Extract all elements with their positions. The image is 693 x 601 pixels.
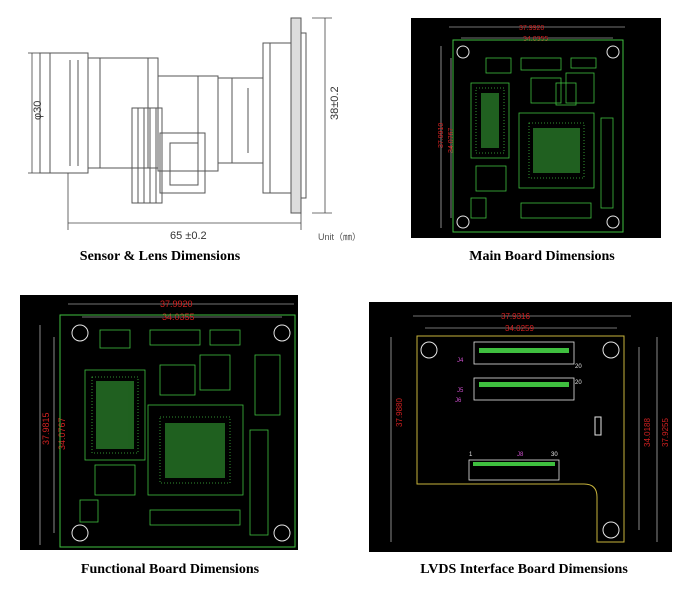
main-width-outer: 37.9920 bbox=[519, 25, 544, 32]
sensor-lens-panel: φ30 38±0.2 65 ±0.2 Unit（㎜） bbox=[20, 8, 380, 243]
functional-board-drawing: 37.9920 34.0355 37.9815 34.0767 bbox=[39, 299, 296, 548]
lvds-j4-label: J4 bbox=[457, 358, 464, 364]
lvds-height-right-outer: 37.9255 bbox=[661, 418, 670, 447]
lvds-board-drawing: 37.9316 34.0259 37.9880 34.0188 37.9255 … bbox=[390, 312, 670, 543]
lvds-j5-label: J5 bbox=[457, 388, 464, 394]
main-board-drawing: 37.9920 34.0355 37.9910 34.0767 bbox=[438, 25, 625, 233]
lvds-j8-label: J8 bbox=[517, 452, 524, 458]
lvds-pin-20a: 20 bbox=[575, 364, 582, 370]
lvds-pin-30: 30 bbox=[551, 452, 558, 458]
main-height-inner: 34.0767 bbox=[448, 128, 455, 153]
func-width-inner: 34.0355 bbox=[162, 312, 195, 322]
lvds-board-panel: 37.9316 34.0259 37.9880 34.0188 37.9255 … bbox=[369, 302, 672, 552]
functional-board-caption: Functional Board Dimensions bbox=[80, 562, 260, 577]
func-width-outer: 37.9920 bbox=[160, 299, 193, 309]
functional-board-panel: 37.9920 34.0355 37.9815 34.0767 bbox=[20, 295, 298, 550]
lvds-pin-1: 1 bbox=[469, 452, 473, 458]
lvds-height-right-inner: 34.0188 bbox=[643, 418, 652, 447]
lvds-height-left: 37.9880 bbox=[395, 398, 404, 427]
sensor-lens-caption: Sensor & Lens Dimensions bbox=[79, 249, 241, 264]
main-height-outer: 37.9910 bbox=[438, 123, 445, 148]
diameter-label: φ30 bbox=[32, 101, 44, 120]
func-height-outer: 37.9815 bbox=[41, 412, 51, 445]
lvds-width-outer: 37.9316 bbox=[501, 312, 530, 321]
main-board-caption: Main Board Dimensions bbox=[469, 249, 615, 264]
length-label: 65 ±0.2 bbox=[170, 230, 207, 242]
unit-label: Unit（㎜） bbox=[318, 232, 361, 242]
lvds-width-inner: 34.0259 bbox=[505, 324, 534, 333]
main-board-panel: 37.9920 34.0355 37.9910 34.0767 bbox=[411, 18, 661, 238]
lvds-board-caption: LVDS Interface Board Dimensions bbox=[420, 562, 628, 577]
lvds-pin-20b: 20 bbox=[575, 380, 582, 386]
height-label: 38±0.2 bbox=[329, 86, 341, 120]
lvds-j6-label: J6 bbox=[455, 398, 462, 404]
sensor-lens-drawing: φ30 38±0.2 65 ±0.2 Unit（㎜） bbox=[28, 17, 361, 242]
func-height-inner: 34.0767 bbox=[57, 417, 67, 450]
